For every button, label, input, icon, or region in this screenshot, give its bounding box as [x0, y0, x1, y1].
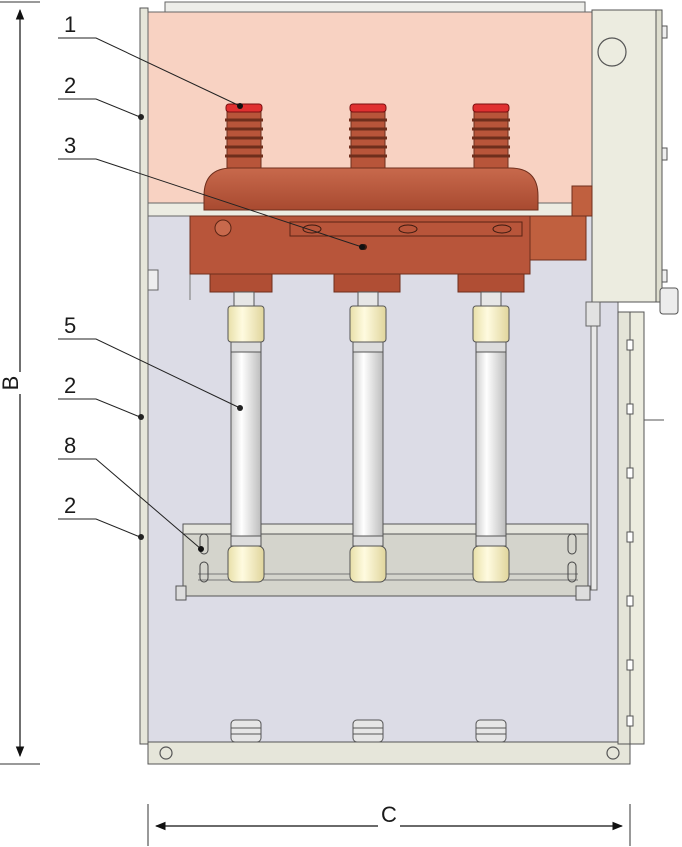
callout-5: 5 [64, 313, 76, 338]
wall-bolt [138, 414, 144, 420]
callout-8: 8 [64, 433, 76, 458]
fuse-3 [472, 291, 510, 583]
bushing-3 [472, 103, 510, 169]
bushing-1 [225, 103, 263, 169]
dimension-b: B [0, 1, 40, 765]
dimension-b-label: B [0, 376, 23, 391]
low-voltage-box [591, 9, 657, 303]
callout-2-middle: 2 [64, 373, 76, 398]
cable-glands [230, 719, 507, 743]
cabinet [138, 1, 679, 765]
fuse-1 [227, 291, 265, 583]
base-frame [147, 741, 631, 765]
dimension-c: C [147, 802, 631, 846]
callout-dots [198, 103, 365, 552]
callout-1: 1 [64, 12, 76, 37]
bushing-2 [349, 103, 387, 169]
callout-2-top: 2 [64, 73, 76, 98]
bushing-insulators [225, 103, 510, 169]
callout-3: 3 [64, 133, 76, 158]
fuse-2 [349, 291, 387, 583]
dimension-c-label: C [381, 802, 397, 827]
fuses [227, 291, 510, 583]
right-door [617, 311, 631, 745]
callout-2-bottom: 2 [64, 493, 76, 518]
wall-bolt [138, 114, 144, 120]
callout-leaders [58, 37, 363, 550]
wall-bolt [138, 534, 144, 540]
